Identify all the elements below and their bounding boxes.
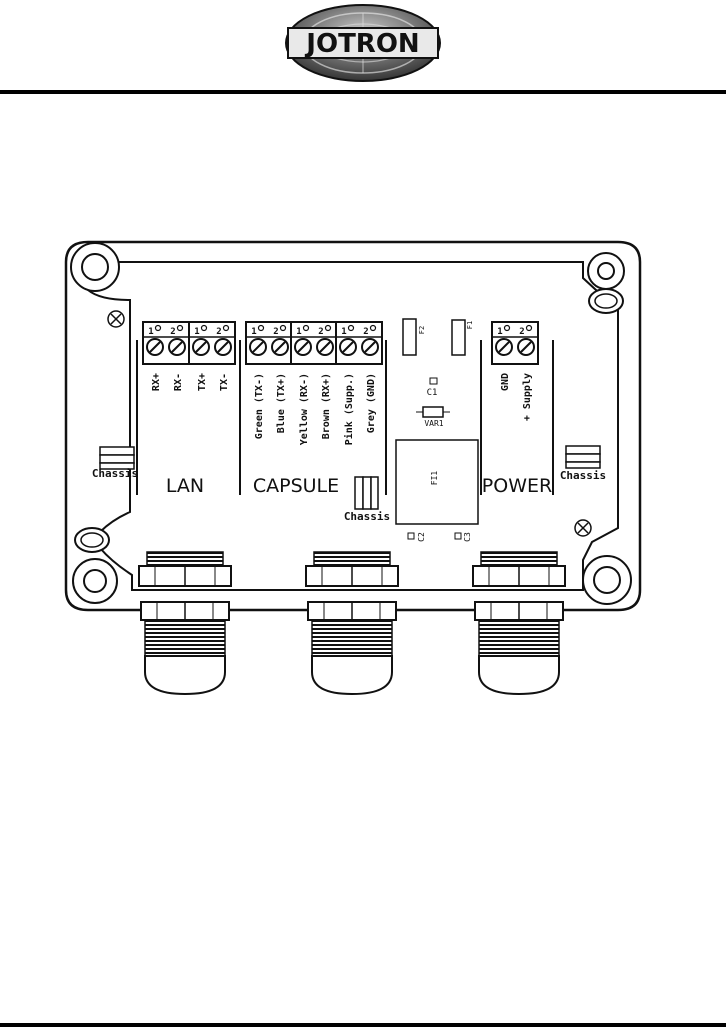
component-label-f1: F1 <box>466 321 474 329</box>
terminal-pin-number: 1 <box>148 327 153 337</box>
component-label-fi1: FI1 <box>430 471 439 486</box>
corner-screw-bottom-right <box>583 556 631 604</box>
jotron-logo: JOTRON <box>286 5 440 81</box>
pin-label-capsule-5: Grey (GND) <box>366 373 377 433</box>
pin-label-power-1: + Supply <box>522 373 533 421</box>
terminal-pin-number: 2 <box>216 327 221 337</box>
terminal-pin-number: 2 <box>363 327 368 337</box>
pin-label-capsule-3: Brown (RX+) <box>321 373 332 439</box>
fuse-f2 <box>403 319 416 355</box>
cable-gland-1 <box>139 552 231 694</box>
fuse-f1 <box>452 320 465 355</box>
component-label-c3: C3 <box>463 532 472 542</box>
pin-label-capsule-0: Green (TX-) <box>254 373 265 439</box>
corner-screw-top-left <box>71 243 119 291</box>
pcb-screw-left <box>108 311 124 327</box>
chassis-label-left: Chassis <box>92 467 138 480</box>
pcb-screw-right <box>575 520 591 536</box>
terminal-pin-number: 1 <box>497 327 502 337</box>
pin-label-capsule-2: Yellow (RX-) <box>299 373 310 445</box>
capacitor-c3 <box>455 533 461 539</box>
component-label-f2: F2 <box>418 326 426 334</box>
component-label-var1: VAR1 <box>424 419 443 428</box>
component-label-c2: C2 <box>417 532 426 542</box>
chassis-label-center: Chassis <box>344 510 390 523</box>
terminal-pin-number: 1 <box>194 327 199 337</box>
pin-label-capsule-1: Blue (TX+) <box>276 373 287 433</box>
capacitor-c1 <box>430 378 437 384</box>
cable-gland-2 <box>306 552 398 694</box>
section-label-power: POWER <box>482 475 552 497</box>
capacitor-c2 <box>408 533 414 539</box>
terminal-pin-number: 2 <box>318 327 323 337</box>
chassis-lug-left <box>100 447 134 469</box>
section-label-capsule: CAPSULE <box>253 475 339 497</box>
pin-label-lan-0: RX+ <box>151 373 162 391</box>
cable-gland-3 <box>473 552 565 694</box>
pin-label-lan-2: TX+ <box>197 373 208 391</box>
component-label-c1: C1 <box>427 388 438 398</box>
pin-label-power-0: GND <box>500 373 511 391</box>
terminal-pin-number: 2 <box>519 327 524 337</box>
chassis-lug-center <box>355 477 378 509</box>
terminal-pin-number: 2 <box>273 327 278 337</box>
pin-label-lan-1: RX- <box>173 373 184 391</box>
section-label-lan: LAN <box>166 475 204 497</box>
pin-label-lan-3: TX- <box>219 373 230 391</box>
terminal-pin-number: 1 <box>251 327 256 337</box>
chassis-label-right: Chassis <box>560 469 606 482</box>
terminal-pin-number: 2 <box>170 327 175 337</box>
corner-screw-top-right <box>588 253 624 313</box>
chassis-lug-right <box>566 446 600 468</box>
logo-text: JOTRON <box>304 29 419 59</box>
terminal-pin-number: 1 <box>341 327 346 337</box>
terminal-pin-number: 1 <box>296 327 301 337</box>
cable-glands <box>139 552 565 694</box>
pin-label-capsule-4: Pink (Supp.) <box>343 373 355 445</box>
